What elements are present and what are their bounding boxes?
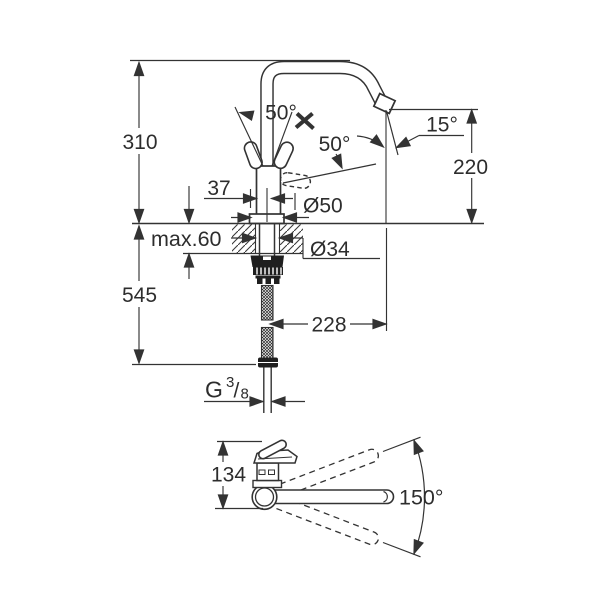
label-50-left: 50° bbox=[265, 102, 297, 125]
side-view-faucet bbox=[215, 436, 426, 558]
label-310: 310 bbox=[122, 131, 157, 154]
thread-pipe bbox=[263, 367, 272, 413]
side-body-flange bbox=[252, 479, 283, 489]
thread-prefix: G bbox=[205, 377, 223, 403]
label-37: 37 bbox=[207, 177, 230, 200]
bracket-tab-3 bbox=[274, 278, 280, 284]
spout-tube bbox=[260, 60, 387, 170]
label-dia34: Ø34 bbox=[310, 238, 350, 261]
dim-310 bbox=[133, 61, 145, 224]
label-545: 545 bbox=[122, 284, 157, 307]
lever-position-left bbox=[243, 141, 263, 170]
leader-15deg bbox=[393, 134, 464, 153]
label-134: 134 bbox=[211, 464, 246, 487]
angle-leg-lines bbox=[234, 106, 377, 184]
ribs bbox=[256, 267, 282, 275]
dim-dia34 bbox=[231, 232, 380, 260]
bracket-tab-2 bbox=[265, 278, 271, 284]
swivel-joint-inner bbox=[254, 487, 275, 507]
dim-37 bbox=[204, 193, 293, 204]
bracket-tab-1 bbox=[257, 278, 263, 284]
thread-denominator: 8 bbox=[241, 386, 249, 403]
side-body-mark-2 bbox=[268, 469, 275, 475]
swivel-arc-group bbox=[382, 436, 426, 558]
label-15: 15° bbox=[426, 114, 458, 137]
aerator bbox=[372, 92, 397, 115]
angle-arrow-cross bbox=[294, 111, 315, 130]
arrow-swivel-hint bbox=[370, 134, 388, 152]
label-dia50: Ø50 bbox=[303, 195, 343, 218]
dim-134 bbox=[215, 440, 263, 510]
label-150: 150° bbox=[399, 486, 443, 510]
thread-numerator: 3 bbox=[226, 374, 234, 391]
dim-545 bbox=[133, 225, 145, 364]
ribbed-band bbox=[253, 267, 283, 275]
side-body-mark-1 bbox=[258, 469, 266, 475]
label-220: 220 bbox=[453, 156, 488, 179]
arrow-50a bbox=[238, 107, 255, 121]
dim-dia50 bbox=[231, 212, 309, 223]
side-body bbox=[256, 462, 280, 482]
dim-max60 bbox=[183, 186, 195, 279]
label-thread-g38: G 3 / 8 bbox=[205, 374, 249, 403]
label-50-right: 50° bbox=[319, 133, 351, 156]
dim-g38 bbox=[204, 396, 305, 407]
dim-228 bbox=[269, 318, 387, 330]
label-max60: max.60 bbox=[151, 227, 222, 251]
dim-220 bbox=[466, 109, 477, 224]
label-228: 228 bbox=[311, 314, 346, 337]
braided-hose-lower bbox=[260, 326, 274, 360]
dimension-lines bbox=[130, 59, 478, 407]
bracket-bar bbox=[255, 275, 281, 279]
lever-position-right bbox=[273, 141, 294, 170]
nut-notch bbox=[263, 256, 271, 260]
lever-grip bbox=[258, 439, 287, 460]
faucet-body bbox=[255, 165, 282, 216]
spout-tip-detail bbox=[383, 490, 388, 503]
mounting-nut bbox=[250, 255, 284, 267]
dimension-labels: 310 220 545 37 Ø50 max.60 Ø34 228 50° 50… bbox=[122, 102, 488, 510]
outlet-stream-line bbox=[385, 110, 399, 156]
mounting-hardware bbox=[250, 255, 284, 413]
braided-hose-upper bbox=[260, 284, 274, 321]
thread-slash: / bbox=[234, 380, 240, 403]
front-view-faucet bbox=[234, 60, 399, 225]
arrow-50b bbox=[331, 153, 347, 171]
